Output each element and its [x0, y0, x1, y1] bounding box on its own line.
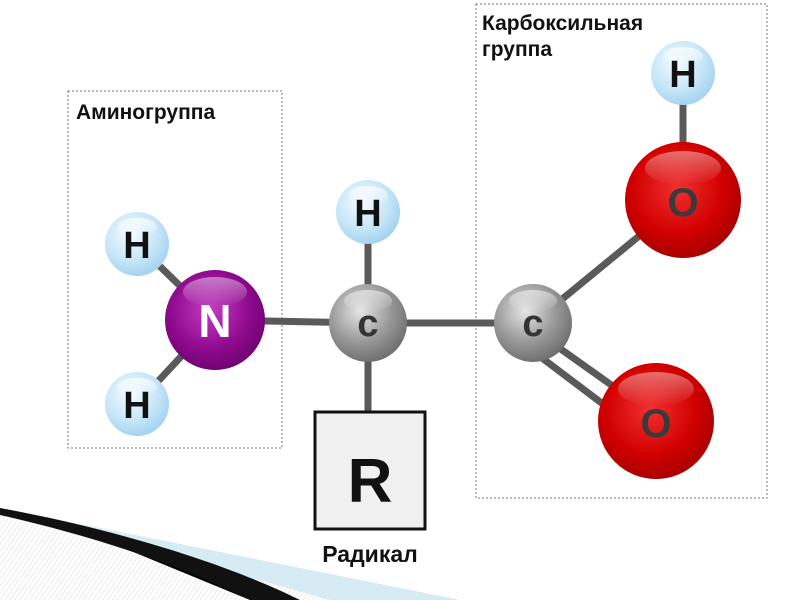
atom-h-amino-bottom: H — [105, 372, 169, 436]
atom-carbon-carboxyl: C — [494, 284, 572, 362]
atom-h-hydroxyl: H — [651, 41, 715, 105]
atom-label: N — [198, 295, 231, 347]
carboxyl-group-label-line2: группа — [482, 38, 552, 61]
atom-h-amino-top: H — [105, 212, 169, 276]
atom-label: O — [667, 181, 698, 225]
atom-label: C — [357, 303, 378, 345]
atom-label: H — [354, 193, 381, 235]
atom-nitrogen: N — [165, 270, 265, 370]
radical-label: Радикал — [322, 541, 417, 567]
radical-box — [313, 410, 427, 531]
bonds — [133, 71, 687, 436]
atom-label: H — [669, 54, 696, 96]
amino-group-box — [67, 90, 283, 449]
atom-oxygen-carbonyl: O — [598, 363, 714, 479]
atom-oxygen-hydroxyl: O — [625, 142, 741, 258]
atom-label: O — [640, 402, 671, 446]
atom-h-alpha: H — [336, 180, 400, 244]
amino-group-label: Аминогруппа — [76, 101, 215, 124]
atom-carbon-alpha: C — [329, 284, 407, 362]
atom-label: H — [123, 225, 150, 267]
decorative-swoosh — [0, 508, 460, 600]
atom-label: C — [522, 303, 543, 345]
radical-symbol: R — [348, 447, 393, 516]
carboxyl-group-label-line1: Карбоксильная — [482, 12, 643, 35]
carboxyl-group-box — [475, 3, 768, 499]
atom-label: H — [123, 385, 150, 427]
